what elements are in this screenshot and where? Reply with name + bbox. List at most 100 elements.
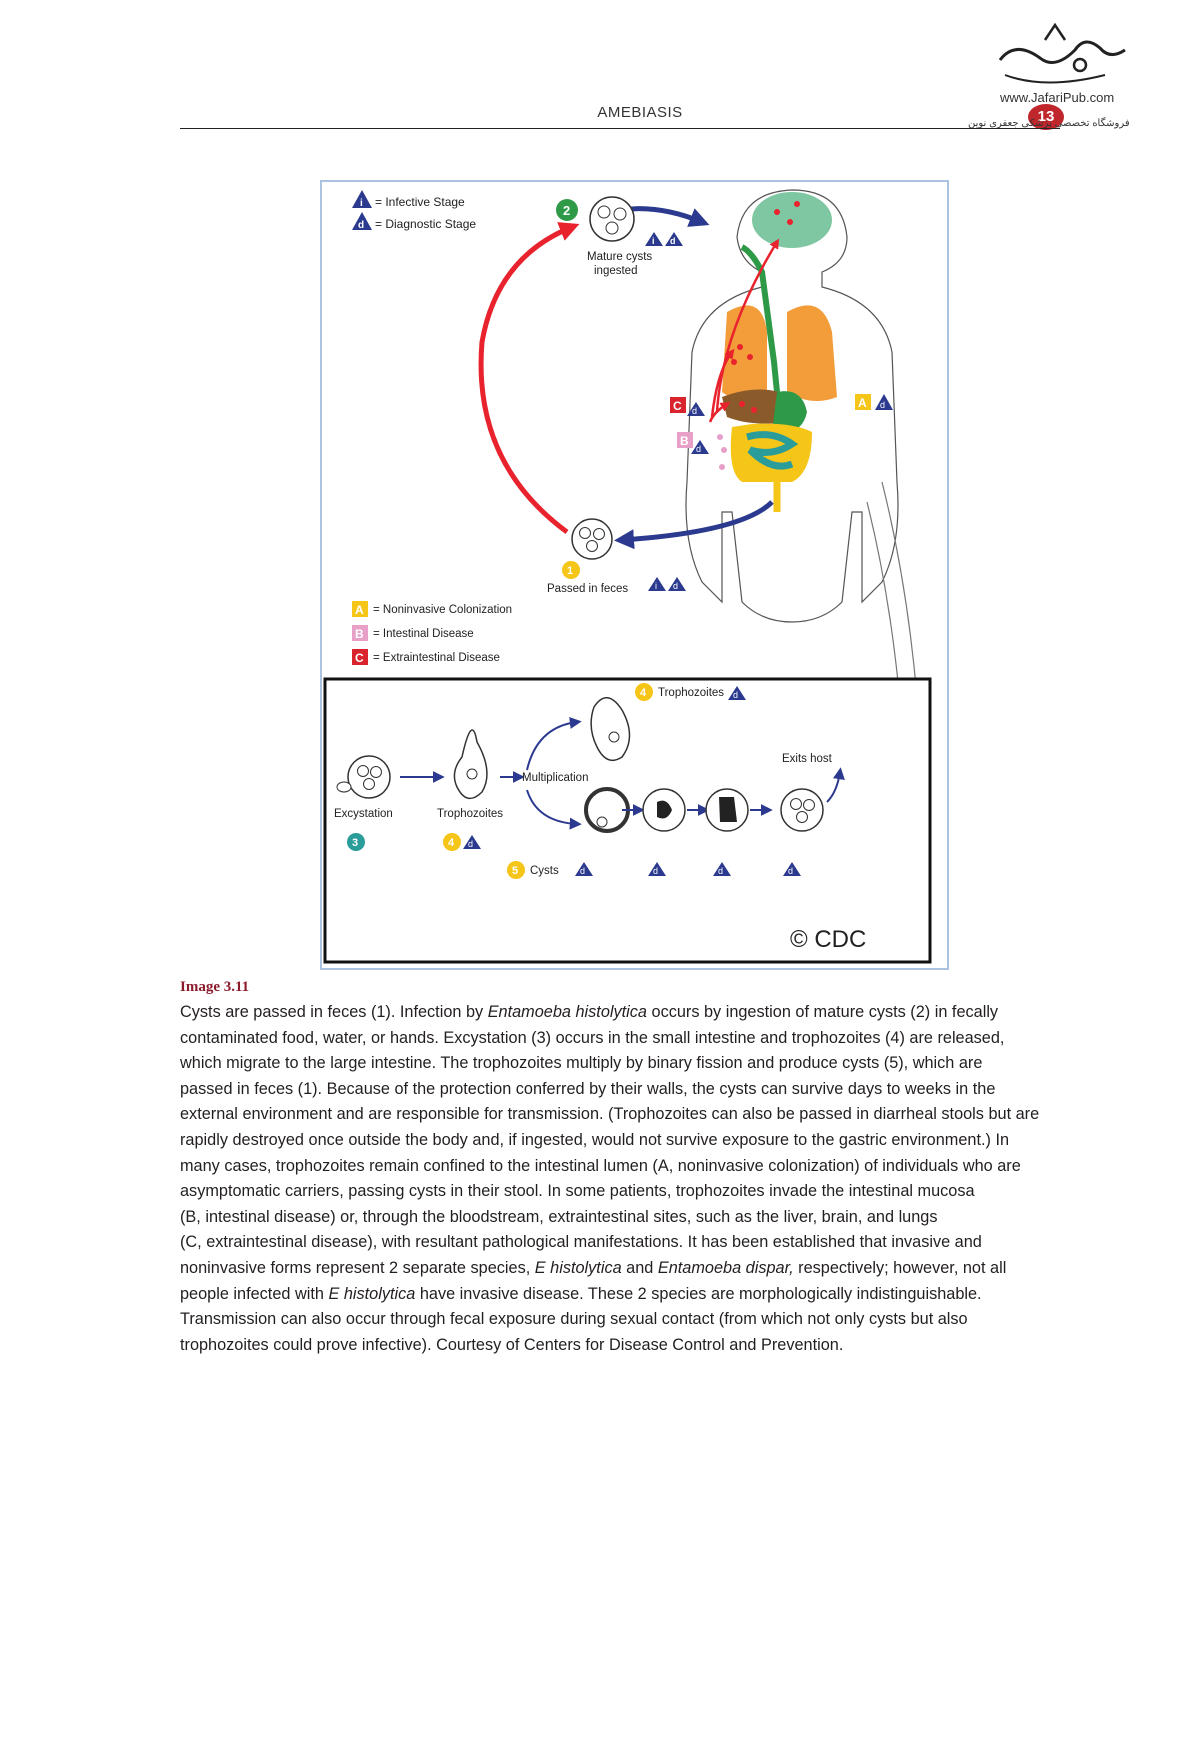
- svg-text:d: d: [580, 866, 585, 876]
- caption-line: noninvasive forms represent 2 separate s…: [180, 1258, 1007, 1277]
- caption-line: which migrate to the large intestine. Th…: [180, 1054, 983, 1073]
- marker-a: A d: [855, 394, 893, 410]
- caption-line: (C, extraintestinal disease), with resul…: [180, 1233, 982, 1252]
- legend-infective-text: = Infective Stage: [375, 195, 465, 209]
- svg-text:d: d: [696, 444, 701, 454]
- svg-text:B: B: [680, 434, 689, 448]
- svg-text:d: d: [673, 581, 678, 591]
- caption-line: asymptomatic carriers, passing cysts in …: [180, 1182, 975, 1201]
- svg-text:i: i: [652, 236, 655, 246]
- svg-text:= Extraintestinal Disease: = Extraintestinal Disease: [373, 652, 500, 664]
- svg-text:4: 4: [640, 687, 647, 699]
- svg-text:Mature cysts: Mature cysts: [587, 251, 652, 263]
- svg-text:d: d: [718, 866, 723, 876]
- step2-mature-cysts: 2 i d Mature cysts ingested: [556, 196, 683, 277]
- caption-line: external environment and are responsible…: [180, 1105, 1040, 1124]
- marker-b: B d: [677, 432, 709, 454]
- svg-text:4: 4: [448, 837, 455, 849]
- svg-text:2: 2: [563, 203, 570, 218]
- step4-trophozoites-top: 4 Trophozoites d: [590, 683, 746, 762]
- caption-line: trophozoites could prove infective). Cou…: [180, 1335, 844, 1354]
- legend-noninvasive: A = Noninvasive Colonization: [352, 601, 512, 617]
- cyst-icon: [584, 787, 630, 833]
- exits-host-label: Exits host: [782, 753, 833, 765]
- legend-diagnostic: d = Diagnostic Stage: [352, 212, 476, 231]
- cyst-icon: [347, 755, 391, 799]
- svg-text:i: i: [360, 198, 363, 209]
- svg-text:d: d: [880, 400, 885, 410]
- caption-line: Transmission can also occur through feca…: [180, 1310, 968, 1329]
- svg-text:d: d: [733, 690, 738, 700]
- svg-text:5: 5: [512, 865, 518, 877]
- svg-text:3: 3: [352, 837, 358, 849]
- svg-text:d: d: [358, 220, 364, 231]
- svg-text:C: C: [673, 399, 682, 413]
- svg-text:Cysts: Cysts: [530, 865, 559, 877]
- multiplication-label: Multiplication: [522, 772, 588, 784]
- marker-c: C d: [670, 397, 705, 416]
- svg-text:ingested: ingested: [594, 265, 637, 277]
- watermark-persian: فروشگاه تخصصی پزشکی جعفری نوین: [968, 118, 1130, 129]
- cyst-icon: [571, 518, 613, 560]
- svg-text:d: d: [788, 866, 793, 876]
- caption-line: (B, intestinal disease) or, through the …: [180, 1207, 938, 1226]
- life-cycle-diagram: i = Infective Stage d = Diagnostic Stage: [323, 189, 932, 964]
- svg-text:Trophozoites: Trophozoites: [437, 808, 503, 820]
- step5-cysts: 5 Cysts d d d d: [507, 767, 845, 879]
- legend-intestinal: B = Intestinal Disease: [352, 625, 474, 641]
- step1-passed-in-feces: 1 Passed in feces i d: [547, 518, 686, 595]
- svg-text:= Intestinal Disease: = Intestinal Disease: [373, 628, 474, 640]
- running-title: AMEBIASIS: [597, 104, 683, 121]
- cyst-icon: [780, 788, 824, 832]
- caption-line: contaminated food, water, or hands. Excy…: [180, 1028, 1005, 1047]
- svg-text:1: 1: [567, 565, 573, 577]
- svg-text:d: d: [653, 866, 658, 876]
- cycle-red-arrow: [478, 222, 580, 535]
- svg-text:= Noninvasive Colonization: = Noninvasive Colonization: [373, 604, 512, 616]
- stomach-icon: [772, 391, 807, 433]
- excretion-arrow: [614, 500, 774, 550]
- caption-italic: E histolytica: [328, 1284, 416, 1303]
- step4-trophozoites: Trophozoites 4 d: [437, 729, 503, 851]
- watermark-url: www.JafariPub.com: [1000, 90, 1115, 105]
- legend-diagnostic-text: = Diagnostic Stage: [375, 217, 476, 231]
- step3-excystation: Excystation 3: [334, 755, 393, 851]
- caption-line: many cases, trophozoites remain confined…: [180, 1156, 1021, 1175]
- svg-text:d: d: [670, 236, 676, 246]
- caption-italic: E histolytica: [534, 1258, 622, 1277]
- left-lung-icon: [722, 305, 767, 404]
- header-rule: [180, 128, 1060, 129]
- caption-label: Image 3.11: [180, 979, 250, 995]
- life-cycle-figure: i = Infective Stage d = Diagnostic Stage: [320, 180, 949, 970]
- blood-to-liver-arrow: [708, 401, 731, 423]
- legend-infective: i = Infective Stage: [352, 190, 465, 209]
- svg-text:C: C: [355, 651, 364, 665]
- svg-text:Passed in feces: Passed in feces: [547, 583, 628, 595]
- human-body: [685, 189, 925, 943]
- caption-line: rapidly destroyed once outside the body …: [180, 1130, 1010, 1149]
- figure-caption: Cysts are passed in feces (1). Infection…: [180, 1000, 1080, 1358]
- right-lung-icon: [787, 305, 837, 401]
- small-intestine-icon: [746, 431, 799, 470]
- diagnostic-triangle-icon: [352, 212, 372, 230]
- svg-text:A: A: [858, 396, 867, 410]
- copyright-cdc: © CDC: [790, 926, 866, 953]
- caption-line: Cysts are passed in feces (1). Infection…: [180, 1003, 999, 1021]
- caption-line: passed in feces (1). Because of the prot…: [180, 1079, 996, 1098]
- svg-text:Trophozoites: Trophozoites: [658, 687, 724, 699]
- trophozoite-icon: [590, 697, 631, 762]
- svg-text:B: B: [355, 627, 364, 641]
- blood-to-lung-arrow: [710, 348, 735, 418]
- caption-italic: Entamoeba dispar,: [657, 1258, 794, 1277]
- caption-line: people infected with E histolytica have …: [180, 1284, 982, 1303]
- infective-triangle-icon: [352, 190, 372, 208]
- blood-to-brain-arrow: [715, 238, 780, 413]
- page-number: 13: [1028, 104, 1064, 130]
- publisher-logo: [985, 20, 1135, 140]
- svg-text:i: i: [655, 581, 657, 591]
- svg-text:d: d: [468, 839, 473, 849]
- svg-text:d: d: [692, 406, 697, 416]
- trophozoite-icon: [453, 729, 488, 800]
- svg-text:Excystation: Excystation: [334, 808, 393, 820]
- esophagus: [740, 244, 780, 393]
